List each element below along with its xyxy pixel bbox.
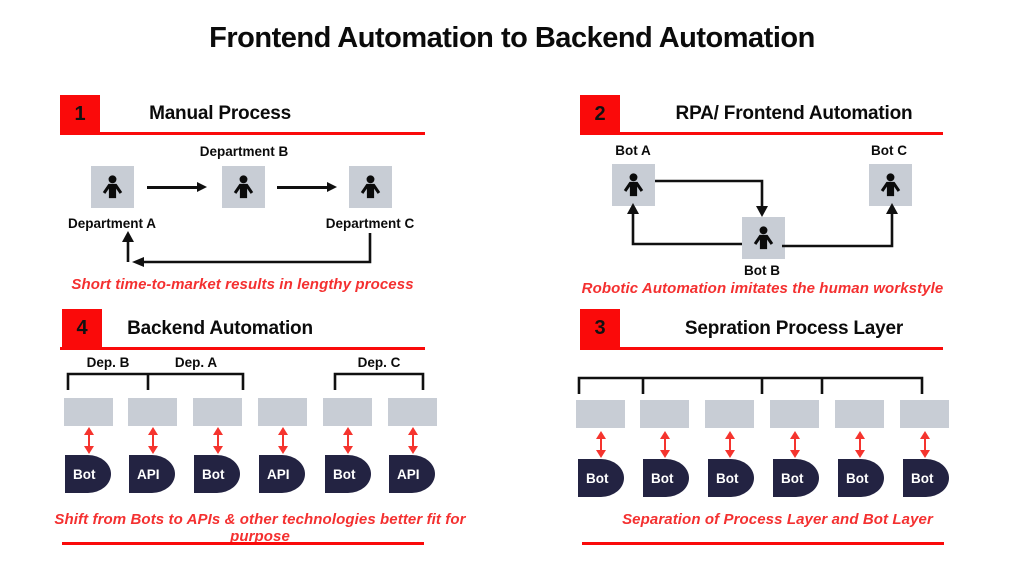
- red-double-arrow: [854, 431, 866, 458]
- person-icon: [620, 172, 647, 199]
- person-icon: [99, 174, 126, 201]
- quadrant-heading: Backend Automation: [127, 318, 313, 339]
- person-icon: [230, 174, 257, 201]
- department-b-box: [222, 166, 265, 208]
- bot-shape: Bot: [903, 459, 949, 497]
- group-label-dep-c: Dep. C: [357, 355, 401, 370]
- bot-shape: Bot: [325, 455, 371, 493]
- api-shape: API: [389, 455, 435, 493]
- bot-shape: Bot: [773, 459, 819, 497]
- bot-shape: Bot: [578, 459, 624, 497]
- step-number-badge: 2: [580, 95, 620, 134]
- bot-c-box: [869, 164, 912, 206]
- red-double-arrow: [342, 427, 354, 454]
- bottom-rule: [582, 542, 944, 545]
- process-box: [193, 398, 242, 426]
- department-c-label: Department C: [325, 216, 415, 231]
- step-number-badge: 3: [580, 309, 620, 348]
- feedback-arrow-c-to-a: [122, 231, 372, 267]
- group-label-dep-a: Dep. A: [174, 355, 218, 370]
- quadrant-caption: Shift from Bots to APIs & other technolo…: [54, 511, 466, 545]
- quadrant-caption: Separation of Process Layer and Bot Laye…: [622, 511, 933, 528]
- group-label-dep-b: Dep. B: [86, 355, 130, 370]
- person-icon: [877, 172, 904, 199]
- process-layer-bracket: [577, 376, 924, 394]
- person-icon: [357, 174, 384, 201]
- page-title: Frontend Automation to Backend Automatio…: [209, 22, 815, 54]
- red-double-arrow: [83, 427, 95, 454]
- process-box: [64, 398, 113, 426]
- bot-a-label: Bot A: [615, 143, 651, 158]
- red-double-arrow: [789, 431, 801, 458]
- heading-underline: [60, 347, 425, 350]
- bot-shape: Bot: [194, 455, 240, 493]
- api-shape: API: [259, 455, 305, 493]
- red-double-arrow: [277, 427, 289, 454]
- person-icon: [750, 225, 777, 252]
- red-double-arrow: [659, 431, 671, 458]
- process-box: [576, 400, 625, 428]
- quadrant-caption: Short time-to-market results in lengthy …: [71, 276, 414, 293]
- bot-b-label: Bot B: [744, 263, 780, 278]
- red-double-arrow: [724, 431, 736, 458]
- api-shape: API: [129, 455, 175, 493]
- heading-underline: [580, 132, 943, 135]
- quadrant-heading: Manual Process: [149, 103, 291, 124]
- process-box: [388, 398, 437, 426]
- bot-b-box: [742, 217, 785, 259]
- department-a-box: [91, 166, 134, 208]
- bot-shape: Bot: [838, 459, 884, 497]
- quadrant-caption: Robotic Automation imitates the human wo…: [581, 280, 944, 297]
- heading-underline: [60, 132, 425, 135]
- process-box: [770, 400, 819, 428]
- arrow-b-to-c: [277, 182, 337, 191]
- quadrant-heading: Sepration Process Layer: [684, 318, 904, 339]
- red-double-arrow: [919, 431, 931, 458]
- step-number-badge: 4: [62, 309, 102, 348]
- red-double-arrow: [595, 431, 607, 458]
- process-box: [835, 400, 884, 428]
- bot-flow-arrows: [627, 179, 898, 248]
- department-brackets: [66, 372, 425, 390]
- bot-a-box: [612, 164, 655, 206]
- heading-underline: [580, 347, 943, 350]
- process-box: [900, 400, 949, 428]
- red-double-arrow: [147, 427, 159, 454]
- process-box: [705, 400, 754, 428]
- quadrant-heading: RPA/ Frontend Automation: [675, 103, 913, 124]
- bot-shape: Bot: [65, 455, 111, 493]
- arrow-a-to-b: [147, 182, 207, 191]
- department-c-box: [349, 166, 392, 208]
- bottom-rule: [62, 542, 424, 545]
- bot-shape: Bot: [643, 459, 689, 497]
- bot-c-label: Bot C: [871, 143, 907, 158]
- process-box: [640, 400, 689, 428]
- red-double-arrow: [407, 427, 419, 454]
- process-box: [258, 398, 307, 426]
- department-b-label: Department B: [199, 144, 289, 159]
- process-box: [323, 398, 372, 426]
- department-a-label: Department A: [67, 216, 156, 231]
- red-double-arrow: [212, 427, 224, 454]
- process-box: [128, 398, 177, 426]
- step-number-badge: 1: [60, 95, 100, 134]
- bot-shape: Bot: [708, 459, 754, 497]
